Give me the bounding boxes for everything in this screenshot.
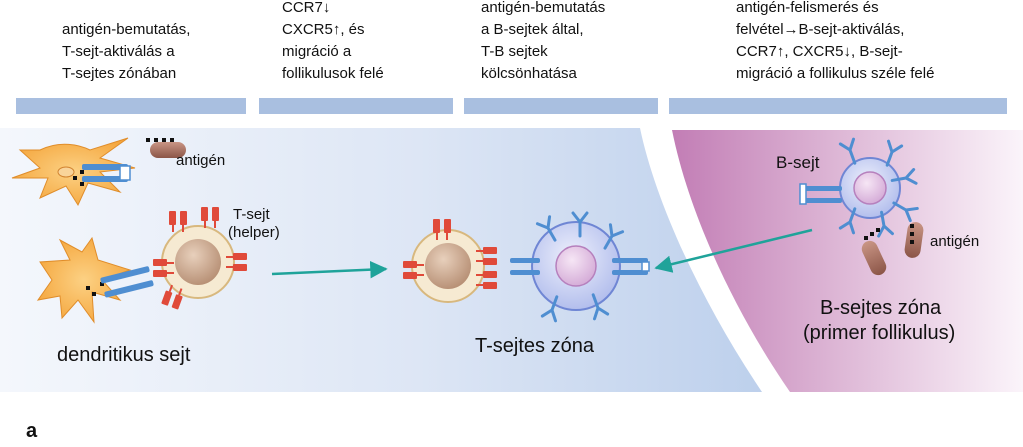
b-zone-region	[672, 130, 1023, 392]
caption-2: CCR7↓ CXCR5↑, és migráció a follikulusok…	[282, 0, 384, 82]
t-cell-center	[402, 218, 498, 303]
header-bar-4	[669, 98, 1007, 114]
antigen-label-top: antigén	[176, 152, 226, 169]
panel-label: a	[26, 420, 38, 442]
header-bar-3	[464, 98, 658, 114]
b-cell-right	[799, 137, 919, 238]
caption-4: antigén-felismerés és felvétel→B-sejt-ak…	[736, 0, 935, 82]
antigen-label-right: antigén	[930, 233, 980, 250]
b-zone-label: B-sejtes zóna	[820, 297, 942, 319]
antigen-right-2	[904, 222, 924, 258]
antigen-top	[146, 138, 186, 158]
t-cell-label: T-sejt	[233, 206, 270, 223]
b-cell-label: B-sejt	[776, 153, 820, 172]
dendritic-cell-top	[11, 137, 136, 207]
dendritic-cell-bottom	[36, 236, 154, 324]
t-cell-sublabel: (helper)	[228, 224, 280, 241]
caption-3: antigén-bemutatás a B-sejtek által, T-B …	[481, 0, 606, 82]
header-bar-1	[16, 98, 246, 114]
dendritic-cell-label: dendritikus sejt	[57, 344, 191, 366]
header-bar-2	[259, 98, 453, 114]
b-zone-sublabel: (primer follikulus)	[803, 322, 956, 344]
t-zone-region	[0, 128, 762, 392]
caption-1: antigén-bemutatás, T-sejt-aktiválás a T-…	[62, 21, 191, 82]
migration-arrow-t	[271, 260, 388, 279]
migration-arrow-b	[654, 228, 813, 273]
t-cell-left	[152, 206, 248, 311]
t-zone-label: T-sejtes zóna	[475, 335, 594, 357]
b-cell-center	[510, 211, 650, 323]
antigen-right-1	[861, 228, 887, 276]
